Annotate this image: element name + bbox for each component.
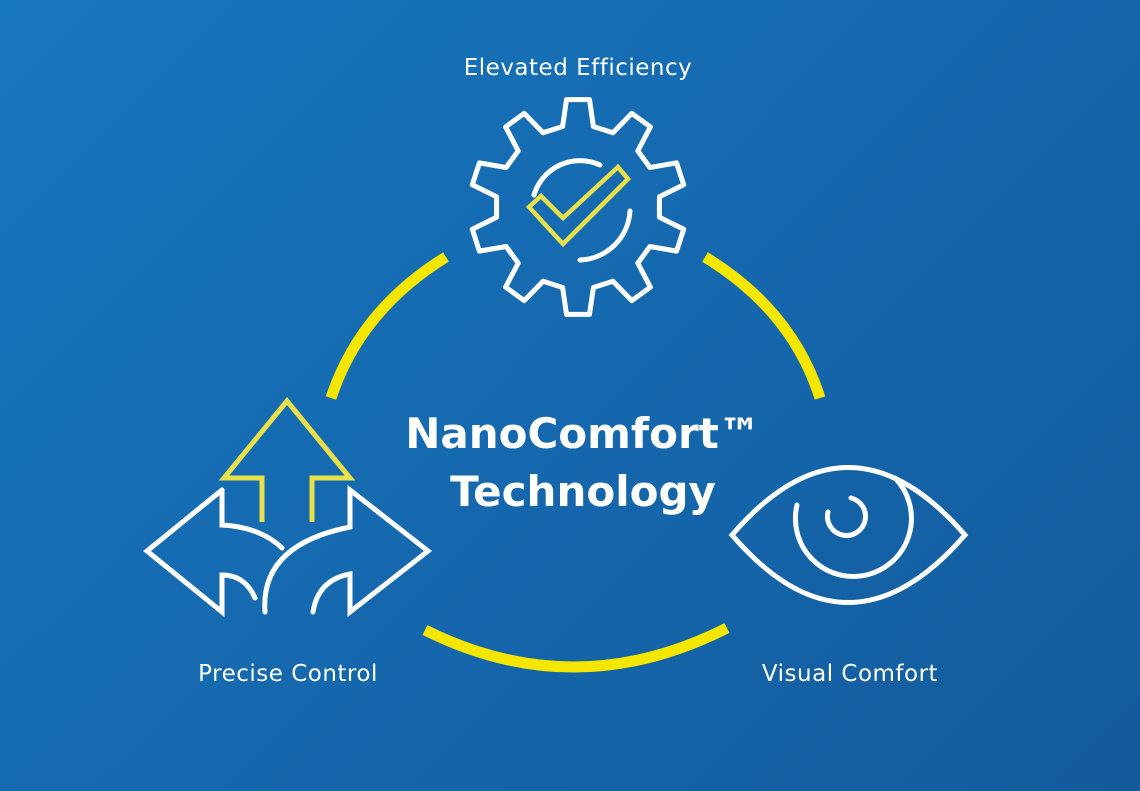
gear-check-icon bbox=[469, 97, 687, 317]
three-way-arrows-icon bbox=[143, 397, 433, 618]
arc-bottom bbox=[422, 623, 730, 673]
title-line-1: NanoComfort™ bbox=[405, 409, 761, 458]
node-label-elevated-efficiency: Elevated Efficiency bbox=[463, 55, 693, 81]
arc-right bbox=[702, 252, 826, 400]
center-title: NanoComfort™ Technology bbox=[405, 405, 761, 521]
arc-left bbox=[325, 252, 449, 400]
cycle-ring bbox=[325, 252, 826, 673]
eye-icon bbox=[728, 465, 969, 605]
title-line-2: Technology bbox=[450, 467, 716, 516]
node-label-visual-comfort: Visual Comfort bbox=[761, 661, 939, 687]
node-label-precise-control: Precise Control bbox=[198, 661, 378, 687]
